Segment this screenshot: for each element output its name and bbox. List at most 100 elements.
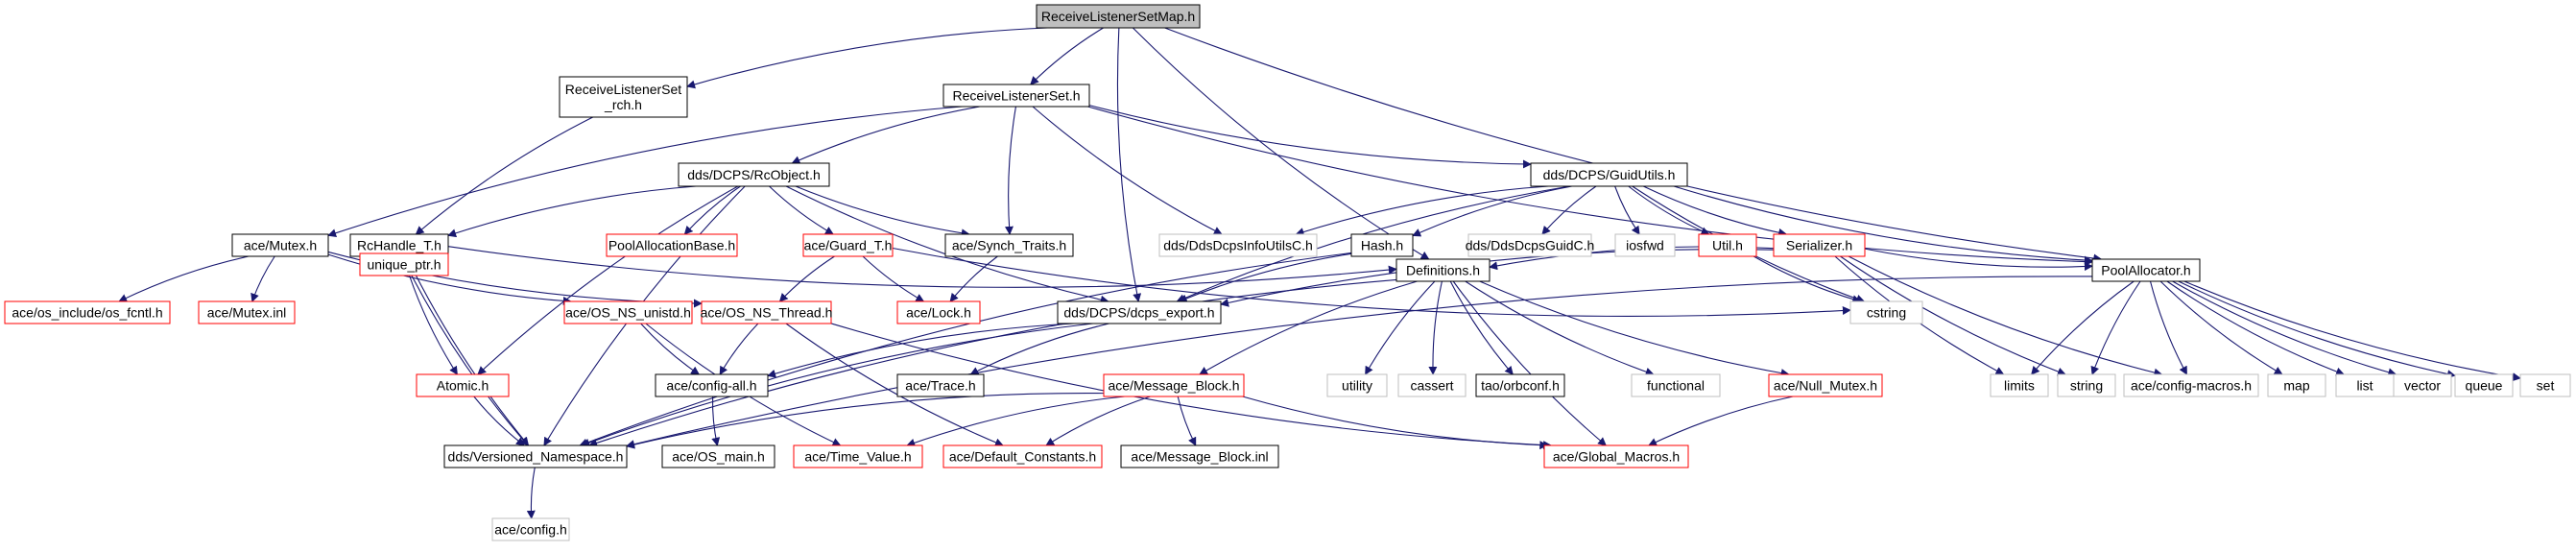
node-versioned-ns[interactable]: dds/Versioned_Namespace.h [443,444,628,468]
node-label: ace/Mutex.h [244,238,317,253]
node-box [701,300,832,324]
node-lock[interactable]: ace/Lock.h [896,300,981,324]
node-atomic[interactable]: Atomic.h [416,373,510,397]
edge-serializer-to-string [1840,255,2066,376]
header-nodes: ReceiveListenerSetMap.hReceiveListenerSe… [4,4,2571,541]
node-label: ace/Trace.h [905,378,975,394]
node-label: ReceiveListenerSetMap.h [1041,9,1195,24]
node-label: PoolAllocator.h [2101,263,2190,278]
node-os-thread[interactable]: ace/OS_NS_Thread.h [701,300,833,324]
node-message-block[interactable]: ace/Message_Block.h [1103,373,1245,397]
edge-rcobject-to-poolallocbase [683,185,741,235]
node-box [896,373,985,397]
node-unique-ptr[interactable]: unique_ptr.h [359,252,449,276]
node-label: dds/DCPS/RcObject.h [687,167,821,182]
node-box [1120,444,1279,468]
node-root[interactable]: ReceiveListenerSetMap.h [1036,4,1201,29]
node-box [443,444,628,468]
node-utility: utility [1326,373,1388,397]
node-label: ace/Lock.h [906,305,971,321]
edge-guidutils-to-infoutils [1295,185,1549,236]
node-box [1768,373,1883,397]
node-label: Definitions.h [1406,263,1480,278]
edge-poolallocator-to-map [2159,280,2283,375]
node-message-block-inl[interactable]: ace/Message_Block.inl [1120,444,1279,468]
node-box [4,300,171,324]
node-serializer[interactable]: Serializer.h [1773,233,1866,257]
node-ace-config: ace/config.h [491,517,570,541]
node-box [559,76,688,118]
node-label: ace/Synch_Traits.h [952,238,1066,253]
edge-guidutils-to-dcps_export [1176,185,1570,302]
node-trace[interactable]: ace/Trace.h [896,373,985,397]
edge-guidutils-to-serializer [1643,185,1788,237]
node-null-mutex[interactable]: ace/Null_Mutex.h [1768,373,1883,397]
edge-rcobject-to-dcps_export [785,185,1109,304]
edge-definitions-to-orbconf [1449,280,1514,375]
node-os-unistd[interactable]: ace/OS_NS_unistd.h [563,300,693,324]
edge-poolallocator-to-set [2183,280,2521,382]
node-set: set [2519,373,2571,397]
node-rls-rch[interactable]: ReceiveListenerSet_rch.h [559,76,688,118]
edge-mutex-to-os_fcntl [118,255,250,302]
node-cstring: cstring [1849,300,1923,324]
edge-definitions-to-versioned_ns [588,278,1397,447]
node-mutex-inl[interactable]: ace/Mutex.inl [198,300,296,324]
node-util[interactable]: Util.h [1698,233,1757,257]
node-mutex[interactable]: ace/Mutex.h [231,233,329,257]
edge-definitions-to-cassert [1428,280,1443,375]
node-label: unique_ptr.h [367,257,441,273]
node-label: dds/Versioned_Namespace.h [448,449,624,465]
edge-poolallocator-to-list [2166,280,2345,376]
node-label: ace/OS_main.h [672,449,765,465]
node-box [1614,233,1676,257]
edge-guard-to-cstring [892,247,1851,317]
node-label: string [2070,378,2103,394]
node-label: ace/Null_Mutex.h [1774,378,1877,394]
node-os-fcntl[interactable]: ace/os_include/os_fcntl.h [4,300,171,324]
node-os-main[interactable]: ace/OS_main.h [661,444,775,468]
node-box [2267,373,2326,397]
node-box [231,233,329,257]
node-box [655,373,769,397]
edge-config_all-to-os_main [711,396,721,446]
node-time-value[interactable]: ace/Time_Value.h [793,444,923,468]
edge-rls-to-rcobject [791,106,980,164]
node-guard[interactable]: ace/Guard_T.h [802,233,894,257]
node-global-macros[interactable]: ace/Global_Macros.h [1543,444,1689,468]
node-hash[interactable]: Hash.h [1350,233,1414,257]
node-box [1326,373,1388,397]
edge-atomic-to-versioned_ns [473,396,525,446]
node-default-constants[interactable]: ace/Default_Constants.h [942,444,1103,468]
node-label: ace/Message_Block.inl [1131,449,1268,465]
node-rcobject[interactable]: dds/DCPS/RcObject.h [678,162,830,187]
node-synch[interactable]: ace/Synch_Traits.h [944,233,1074,257]
node-label: utility [1342,378,1372,394]
edge-definitions-to-null_mutex [1479,280,1790,378]
edge-os_unistd-to-config_all [640,323,701,375]
node-label: cassert [1410,378,1453,394]
node-definitions[interactable]: Definitions.h [1395,258,1491,282]
node-box [1773,233,1866,257]
node-poolallocbase[interactable]: PoolAllocationBase.h [606,233,738,257]
edge-hash-to-versioned_ns [579,252,1352,447]
node-rchandle[interactable]: RcHandle_T.h [349,233,449,257]
node-box [416,373,510,397]
node-poolallocator[interactable]: PoolAllocator.h [2091,258,2201,282]
node-config-all[interactable]: ace/config-all.h [655,373,769,397]
node-label: iosfwd [1626,238,1664,253]
node-guidc: dds/DdsDcpsGuidC.h [1466,233,1594,257]
node-rls[interactable]: ReceiveListenerSet.h [942,84,1090,108]
edge-definitions-to-message_block [1199,280,1418,375]
node-label: queue [2466,378,2503,394]
edge-guidutils-to-iosfwd [1614,185,1640,235]
edge-message_block-to-default_constants [1045,396,1151,446]
node-cassert: cassert [1397,373,1467,397]
node-guidutils[interactable]: dds/DCPS/GuidUtils.h [1530,162,1688,187]
node-label: functional [1647,378,1705,394]
edge-rchandle-to-definitions [447,246,1397,288]
node-orbconf[interactable]: tao/orbconf.h [1475,373,1565,397]
edge-rls-to-poolallocator [1087,106,2093,267]
node-dcps-export[interactable]: dds/DCPS/dcps_export.h [1057,300,1222,324]
edge-poolallocator-to-queue [2178,280,2456,378]
